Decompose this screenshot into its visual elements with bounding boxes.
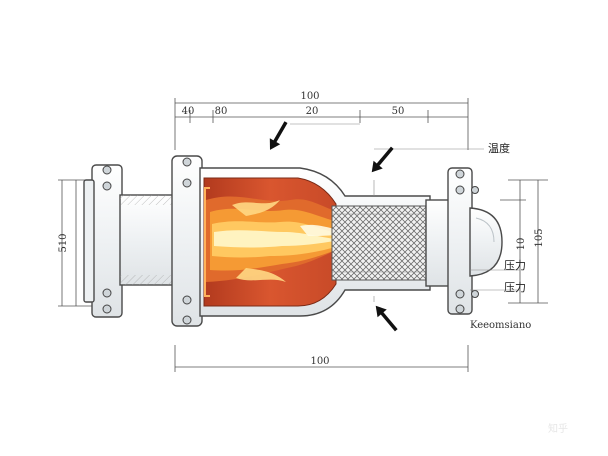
arrow-icon-top-right bbox=[371, 146, 394, 173]
outlet-dome-cap bbox=[469, 207, 503, 277]
dim-top-seg-2: 80 bbox=[215, 106, 228, 117]
dim-top-seg-3: 20 bbox=[306, 106, 319, 117]
mesh-element bbox=[331, 205, 427, 281]
dim-left-height: 510 bbox=[58, 233, 69, 252]
top-dimension-lines bbox=[174, 98, 469, 150]
label-pressure-2: 压力 bbox=[504, 281, 526, 294]
bottom-dimension-lines bbox=[174, 345, 469, 372]
label-pressure-1: 压力 bbox=[504, 259, 526, 272]
right-dimension-lines bbox=[500, 179, 548, 304]
left-flange bbox=[83, 164, 123, 318]
dim-right-height-1: 10 bbox=[516, 238, 527, 251]
flame-illustration bbox=[206, 196, 390, 282]
dim-right-height-2: 105 bbox=[534, 228, 545, 247]
dim-top-total: 100 bbox=[300, 91, 319, 102]
arrow-icon-bottom bbox=[375, 305, 398, 332]
label-model-text: Keeomsiano bbox=[470, 320, 531, 331]
dim-top-seg-1: 40 bbox=[182, 106, 195, 117]
arrow-icon-top-left bbox=[269, 121, 288, 150]
dim-bottom-total: 100 bbox=[310, 356, 329, 367]
right-flange bbox=[447, 167, 479, 315]
label-temperature: 温度 bbox=[488, 141, 510, 155]
inlet-pipe bbox=[119, 194, 176, 286]
body-inlet-flange bbox=[171, 155, 203, 327]
watermark-text: 知乎 bbox=[548, 422, 568, 435]
dim-top-seg-4: 50 bbox=[392, 106, 405, 117]
